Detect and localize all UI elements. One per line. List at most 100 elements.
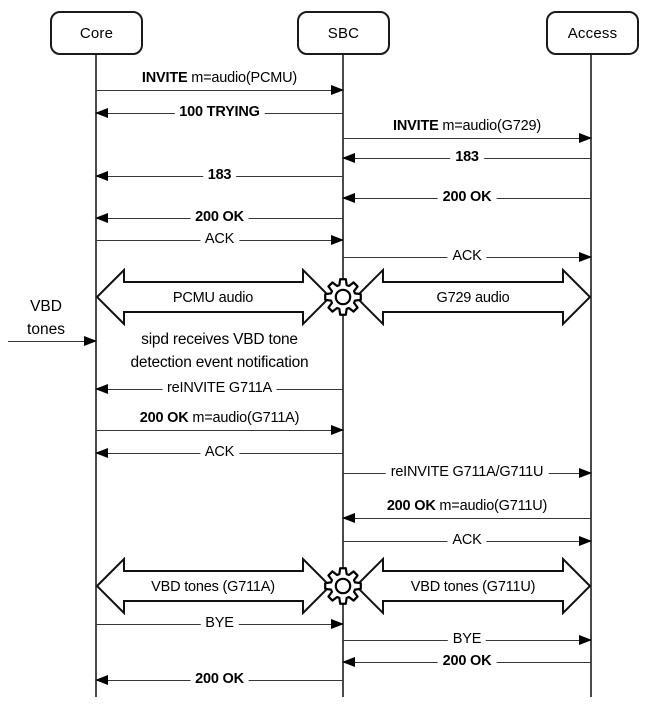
msg-bye-core-sbc: BYE: [96, 615, 344, 633]
actor-label: Core: [79, 24, 114, 42]
msg-label-bold: 200 OK: [195, 671, 244, 688]
msg-label: 200 OK m=audio(G711A): [138, 410, 302, 427]
arrow-head-icon: [331, 85, 344, 96]
msg-label: 200 OK m=audio(G711U): [385, 498, 549, 515]
msg-ack-sbc-access: ACK: [343, 248, 592, 266]
msg-label: 200 OK: [437, 653, 497, 671]
msg-200ok-g711a: 200 OK m=audio(G711A): [96, 410, 344, 436]
vbd-tones-label-line1: VBD: [30, 298, 62, 315]
transcoding-gear-icon: [324, 567, 362, 605]
msg-183-core: 183: [95, 167, 343, 185]
arrow-head-icon: [579, 252, 592, 263]
arrow-head-icon: [579, 133, 592, 144]
arrow-head-icon: [342, 513, 355, 524]
media-arrow-label: PCMU audio: [173, 290, 253, 306]
msg-label-rest: ACK: [204, 231, 235, 248]
msg-label: ACK: [199, 444, 240, 462]
vbd-tones-label-line2: tones: [27, 321, 65, 338]
lifeline-sbc: [342, 55, 344, 697]
actor-label: SBC: [327, 24, 360, 42]
msg-label: 200 OK: [190, 671, 249, 689]
arrow-head-icon: [579, 536, 592, 547]
arrow-head-icon: [579, 635, 592, 646]
msg-label-bold: 200 OK: [195, 209, 244, 226]
media-arrow-label: VBD tones (G711A): [151, 579, 275, 595]
msg-label: 100 TRYING: [174, 104, 265, 122]
msg-label: BYE: [447, 631, 487, 649]
msg-label-rest: BYE: [452, 631, 482, 648]
note-line1: sipd receives VBD tone: [141, 331, 298, 348]
arrow-head-icon: [331, 425, 344, 436]
msg-label-rest: m=audio(G729): [438, 118, 541, 135]
actor-box-access: Access: [546, 11, 639, 55]
arrow-head-icon: [95, 384, 108, 395]
arrow-head-icon: [95, 108, 108, 119]
double-arrow-shape: [355, 268, 591, 326]
msg-label-rest: ACK: [452, 532, 482, 549]
arrow-head-icon: [342, 153, 355, 164]
arrow-head-icon: [95, 675, 108, 686]
msg-200ok-bye-access: 200 OK: [342, 653, 591, 671]
msg-label-rest: ACK: [204, 444, 235, 461]
msg-200ok-core: 200 OK: [95, 209, 343, 227]
arrow-head-icon: [342, 193, 355, 204]
msg-label-rest: m=audio(G711A): [188, 410, 300, 427]
media-arrow-vbd-g711a: VBD tones (G711A): [96, 557, 331, 615]
vbd-tones-arrow: [8, 336, 97, 347]
msg-label-bold: INVITE: [393, 118, 439, 135]
msg-200ok-access: 200 OK: [342, 189, 591, 207]
actor-label: Access: [567, 24, 618, 42]
msg-200ok-bye-core: 200 OK: [95, 671, 343, 689]
arrow-head-icon: [95, 448, 108, 459]
media-arrow-label: G729 audio: [437, 290, 510, 306]
msg-label-bold: 200 OK: [442, 653, 492, 670]
msg-200ok-g711u: 200 OK m=audio(G711U): [342, 498, 591, 524]
note-line2: detection event notification: [130, 353, 309, 371]
msg-invite-g729: INVITE m=audio(G729): [343, 118, 592, 144]
msg-label-bold: 183: [207, 167, 232, 184]
gear-hole-shape: [334, 577, 352, 595]
msg-label: 183: [202, 167, 237, 185]
media-arrow-pcmu-audio: PCMU audio: [96, 268, 331, 326]
msg-label-bold: 200 OK: [139, 410, 189, 427]
lifeline-access: [590, 55, 592, 697]
msg-reinvite-g711a: reINVITE G711A: [95, 380, 343, 398]
msg-label-bold: 200 OK: [386, 498, 436, 515]
arrow-head-icon: [342, 657, 355, 668]
msg-label: 183: [450, 149, 484, 167]
msg-label-bold: 200 OK: [442, 189, 492, 206]
msg-label: reINVITE G711A/G711U: [385, 464, 549, 482]
msg-reinvite-g711au: reINVITE G711A/G711U: [343, 464, 592, 482]
msg-label: INVITE m=audio(PCMU): [140, 70, 299, 87]
arrow-head-icon: [84, 336, 97, 347]
gear-hole-shape: [334, 288, 352, 306]
arrow-head-icon: [579, 468, 592, 479]
msg-100-trying: 100 TRYING: [95, 104, 343, 122]
arrow-head-icon: [95, 213, 108, 224]
msg-ack-g711u: ACK: [343, 532, 592, 550]
actor-box-sbc: SBC: [297, 11, 390, 55]
msg-label-rest: m=audio(G711U): [435, 498, 548, 515]
msg-label-rest: reINVITE G711A/G711U: [390, 464, 544, 481]
msg-label: ACK: [447, 248, 487, 266]
msg-label: ACK: [199, 231, 240, 249]
msg-label: INVITE m=audio(G729): [391, 118, 543, 135]
actor-box-core: Core: [50, 11, 143, 55]
arrow-head-icon: [95, 171, 108, 182]
msg-bye-sbc-access: BYE: [343, 631, 592, 649]
msg-label-rest: m=audio(PCMU): [187, 70, 298, 87]
note-text: sipd receives VBD tone detection event n…: [96, 329, 343, 374]
msg-ack-g711a: ACK: [95, 444, 343, 462]
msg-ack-core-sbc: ACK: [96, 231, 344, 249]
media-arrow-label: VBD tones (G711U): [411, 579, 535, 595]
msg-label-rest: reINVITE G711A: [167, 380, 272, 397]
media-arrow-vbd-g711u: VBD tones (G711U): [355, 557, 591, 615]
media-arrow-g729-audio: G729 audio: [355, 268, 591, 326]
msg-label: ACK: [447, 532, 487, 550]
double-arrow-shape: [355, 557, 591, 615]
msg-label-rest: BYE: [205, 615, 234, 632]
msg-label-bold: 100 TRYING: [179, 104, 260, 121]
msg-label: BYE: [200, 615, 239, 633]
msg-label-bold: INVITE: [141, 70, 188, 87]
